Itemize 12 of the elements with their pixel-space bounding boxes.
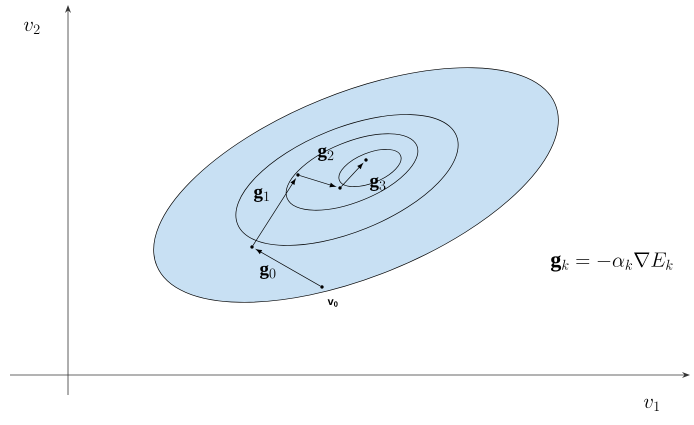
point-label: v$_{0}$ xyxy=(328,299,338,307)
axis-label: $v_{1}$ xyxy=(644,398,659,411)
edge-label: $\mathbf{g}_{3}$ xyxy=(370,177,386,191)
arrow xyxy=(340,163,364,187)
arrow xyxy=(252,178,296,246)
edge-label: $\mathbf{g}_{2}$ xyxy=(318,147,334,161)
axis-label: $v_{2}$ xyxy=(24,22,40,34)
edge-label: $\mathbf{g}_{0}$ xyxy=(260,265,276,279)
arrow xyxy=(299,175,336,188)
edge-label: $\mathbf{g}_{1}$ xyxy=(254,188,269,202)
arrow xyxy=(256,249,321,286)
formula: $\mathbf{g}_{k}=-\alpha_{k}\nabla E_{k}$ xyxy=(550,252,673,272)
